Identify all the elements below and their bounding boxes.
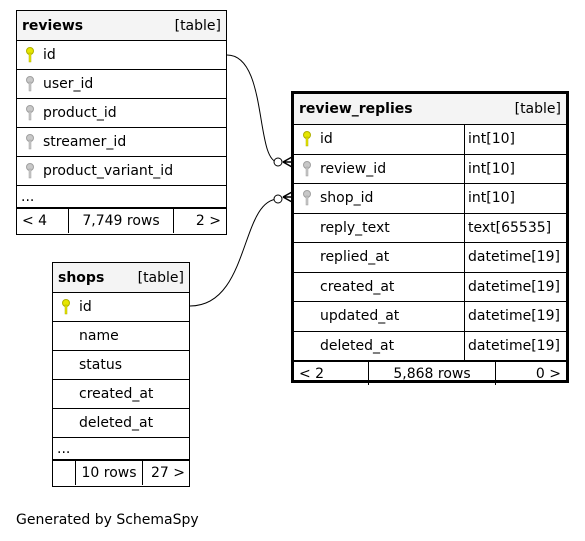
- foreign-key-icon: [21, 103, 39, 123]
- column-name: status: [79, 357, 123, 373]
- table-name: reviews: [22, 17, 84, 34]
- column-name: id: [43, 47, 56, 63]
- children-count[interactable]: 0 >: [535, 365, 561, 382]
- table-header: reviews [table]: [17, 11, 226, 41]
- column-row[interactable]: replied_at datetime[19]: [294, 243, 566, 273]
- table-name: shops: [58, 269, 105, 286]
- column-name: name: [79, 328, 119, 344]
- column-row[interactable]: updated_at datetime[19]: [294, 302, 566, 332]
- column-row[interactable]: created_at: [53, 380, 189, 409]
- column-row[interactable]: status: [53, 351, 189, 380]
- column-name: product_id: [43, 105, 117, 121]
- column-type: datetime[19]: [464, 272, 566, 301]
- column-row[interactable]: id: [17, 41, 226, 70]
- column-row[interactable]: shop_id int[10]: [294, 184, 566, 214]
- primary-key-icon: [21, 45, 39, 65]
- column-row[interactable]: deleted_at datetime[19]: [294, 331, 566, 361]
- row-count: 7,749 rows: [69, 209, 174, 233]
- column-name: review_id: [320, 160, 387, 177]
- generated-by-caption: Generated by SchemaSpy: [16, 512, 199, 528]
- ellipsis-row: ...: [17, 186, 226, 208]
- relation-shops-review-replies: [189, 198, 279, 307]
- primary-key-icon: [298, 129, 316, 149]
- table-footer: < 2 5,868 rows 0 >: [294, 361, 566, 385]
- more-columns-ellipsis: ...: [21, 188, 35, 205]
- column-name: user_id: [43, 76, 94, 92]
- foreign-key-icon: [298, 159, 316, 179]
- column-name: deleted_at: [320, 337, 395, 354]
- column-type: datetime[19]: [464, 331, 566, 360]
- table-kind: [table]: [137, 269, 184, 286]
- table-kind: [table]: [174, 17, 221, 34]
- foreign-key-icon: [21, 161, 39, 181]
- table-footer: < 4 7,749 rows 2 >: [17, 208, 226, 233]
- column-type: text[65535]: [464, 213, 566, 242]
- table-name: review_replies: [299, 101, 413, 117]
- ellipsis-row: ...: [53, 438, 189, 460]
- table-shops[interactable]: shops [table] id name status created_at …: [52, 262, 190, 487]
- foreign-key-icon: [21, 74, 39, 94]
- column-name: streamer_id: [43, 134, 127, 150]
- parents-count[interactable]: < 4: [17, 209, 69, 233]
- foreign-key-icon: [298, 188, 316, 208]
- column-row[interactable]: id int[10]: [294, 125, 566, 155]
- column-row[interactable]: id: [53, 293, 189, 322]
- table-header: shops [table]: [53, 263, 189, 293]
- row-count: 5,868 rows: [369, 362, 496, 385]
- column-name: replied_at: [320, 249, 390, 266]
- column-name: created_at: [79, 386, 154, 402]
- row-count: 10 rows: [76, 461, 143, 485]
- crowfoot-icon: [282, 156, 293, 168]
- children-count[interactable]: 27 >: [151, 465, 185, 481]
- column-type: int[10]: [464, 184, 566, 213]
- table-footer: 10 rows 27 >: [53, 460, 189, 485]
- column-type: datetime[19]: [464, 302, 566, 331]
- column-name: reply_text: [320, 219, 390, 236]
- column-name: created_at: [320, 278, 395, 295]
- table-header: review_replies [table]: [294, 94, 566, 125]
- column-type: int[10]: [464, 154, 566, 183]
- table-review-replies[interactable]: review_replies [table] id int[10] review…: [291, 91, 569, 385]
- column-name: id: [79, 299, 92, 315]
- parents-count[interactable]: [53, 461, 76, 485]
- column-row[interactable]: product_id: [17, 99, 226, 128]
- column-row[interactable]: user_id: [17, 70, 226, 99]
- primary-key-icon: [57, 297, 75, 317]
- parents-count[interactable]: < 2: [294, 362, 369, 385]
- relation-end-circle: [273, 157, 283, 167]
- column-name: id: [320, 131, 333, 148]
- column-name: updated_at: [320, 308, 400, 325]
- more-columns-ellipsis: ...: [57, 440, 71, 457]
- children-count[interactable]: 2 >: [195, 213, 221, 229]
- table-kind: [table]: [514, 101, 561, 117]
- column-name: product_variant_id: [43, 163, 174, 179]
- column-name: deleted_at: [79, 415, 154, 431]
- foreign-key-icon: [21, 132, 39, 152]
- column-row[interactable]: product_variant_id: [17, 157, 226, 186]
- column-name: shop_id: [320, 190, 374, 207]
- column-row[interactable]: review_id int[10]: [294, 154, 566, 184]
- column-type: int[10]: [464, 125, 566, 154]
- column-row[interactable]: streamer_id: [17, 128, 226, 157]
- column-row[interactable]: deleted_at: [53, 409, 189, 438]
- column-row[interactable]: created_at datetime[19]: [294, 272, 566, 302]
- crowfoot-icon: [282, 191, 293, 203]
- column-row[interactable]: reply_text text[65535]: [294, 213, 566, 243]
- relation-reviews-review-replies: [226, 54, 279, 163]
- column-type: datetime[19]: [464, 243, 566, 272]
- column-row[interactable]: name: [53, 322, 189, 351]
- table-reviews[interactable]: reviews [table] id user_id product_id: [16, 10, 227, 235]
- relation-end-circle: [273, 194, 283, 204]
